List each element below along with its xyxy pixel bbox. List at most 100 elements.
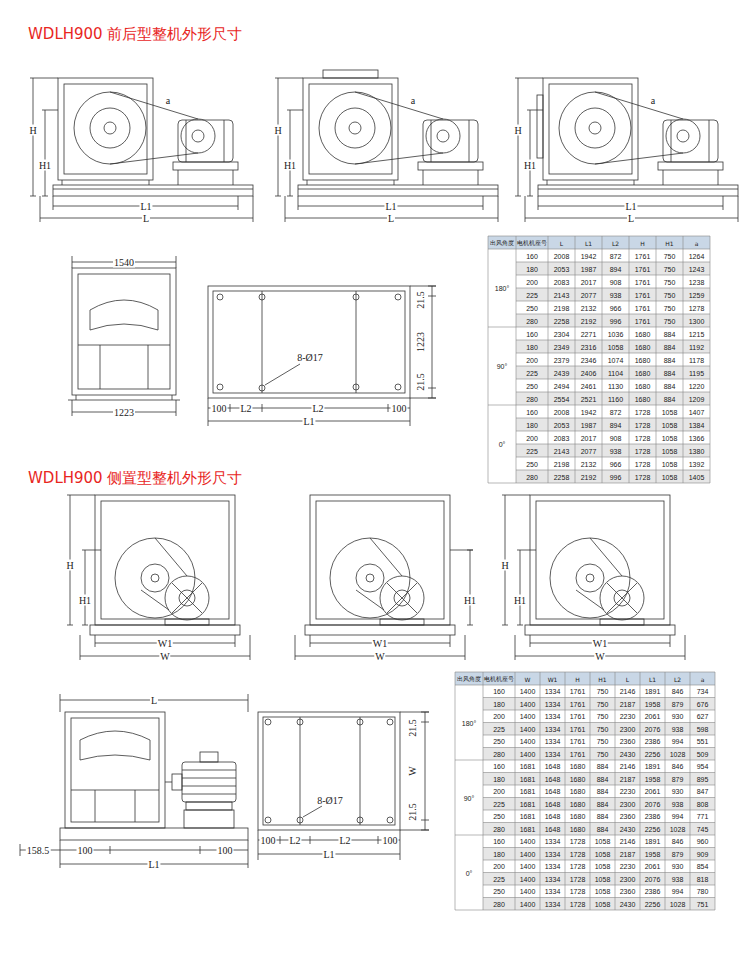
- table-cell: 1259: [689, 291, 705, 298]
- height-dimension: [450, 550, 473, 625]
- table-cell: 1728: [635, 421, 651, 428]
- table-cell: 2461: [581, 382, 597, 389]
- table-cell: 1891: [645, 838, 661, 845]
- table-cell: 884: [664, 369, 676, 376]
- table-cell: 180°: [462, 719, 476, 726]
- table-cell: 250: [493, 738, 505, 745]
- table-cell: 180°: [495, 285, 509, 292]
- table-cell: 1958: [645, 775, 661, 782]
- table-cell: 1334: [545, 713, 561, 720]
- table-cell: 2349: [554, 343, 570, 350]
- table-cell: 1728: [635, 460, 651, 467]
- dimension-label: 100: [391, 403, 408, 414]
- table-cell: 1400: [520, 700, 536, 707]
- table-cell: 908: [610, 434, 622, 441]
- table-cell: 1761: [570, 738, 586, 745]
- table-cell: 2300: [620, 725, 636, 732]
- table-cell: 1728: [635, 434, 651, 441]
- dimension-label: 158.5: [26, 845, 51, 856]
- table-cell: 200: [526, 278, 538, 285]
- base-plan-part: [395, 294, 401, 300]
- dimension-table-front-back: [488, 236, 710, 483]
- table-cell: 2230: [620, 713, 636, 720]
- table-cell: 884: [597, 825, 609, 832]
- table-cell: 2132: [581, 304, 597, 311]
- table-header: L1: [649, 675, 656, 682]
- base-plan-part: [217, 384, 223, 390]
- table-cell: 0°: [466, 869, 473, 876]
- table-cell: 160: [526, 252, 538, 259]
- table-cell: 1648: [545, 775, 561, 782]
- dimension-label: W1: [157, 638, 173, 649]
- table-cell: 938: [610, 447, 622, 454]
- table-cell: 1681: [520, 775, 536, 782]
- table-cell: 1058: [595, 863, 611, 870]
- side-elevation-part: [184, 810, 234, 828]
- table-cell: 2076: [645, 725, 661, 732]
- table-cell: 1761: [635, 278, 651, 285]
- table-cell: 818: [697, 875, 709, 882]
- table-cell: 1648: [545, 763, 561, 770]
- table-cell: 1300: [689, 317, 705, 324]
- base-plan-side-part: [387, 719, 393, 725]
- table-cell: 1104: [608, 369, 623, 376]
- table-cell: 2256: [645, 825, 661, 832]
- table-cell: 1680: [635, 343, 651, 350]
- table-cell: 1681: [520, 800, 536, 807]
- table-cell: 884: [597, 775, 609, 782]
- dimension-table-side-part: [483, 698, 715, 911]
- table-header: L2: [674, 675, 681, 682]
- dimension-table-side-part-part: [483, 798, 715, 811]
- table-cell: 1058: [595, 838, 611, 845]
- table-cell: 1028: [670, 825, 686, 832]
- base-plan-part: [353, 384, 359, 390]
- dimension-label: H1: [513, 595, 527, 606]
- side-elevation-part: [186, 802, 232, 810]
- table-cell: 1400: [520, 750, 536, 757]
- table-cell: 1680: [635, 330, 651, 337]
- table-cell: 1728: [570, 863, 586, 870]
- section-title: WDLH900 侧置型整机外形尺寸: [28, 469, 242, 488]
- table-cell: 780: [697, 888, 709, 895]
- table-cell: 751: [697, 900, 709, 907]
- table-cell: 750: [597, 750, 609, 757]
- table-cell: 847: [697, 788, 709, 795]
- table-cell: 280: [493, 825, 505, 832]
- side-elevation-part: [172, 774, 182, 790]
- dimension-label: L1: [147, 859, 160, 870]
- table-cell: 200: [493, 713, 505, 720]
- dimension-label: W: [407, 765, 418, 776]
- table-cell: 1058: [595, 875, 611, 882]
- table-cell: 1400: [520, 900, 536, 907]
- table-cell: 2386: [645, 888, 661, 895]
- line-work: [20, 70, 738, 868]
- table-cell: 1058: [595, 888, 611, 895]
- table-cell: 908: [610, 278, 622, 285]
- table-cell: 808: [697, 800, 709, 807]
- table-cell: 2053: [554, 421, 570, 428]
- table-cell: 1334: [545, 700, 561, 707]
- table-cell: 90°: [464, 794, 475, 801]
- table-cell: 2554: [554, 395, 570, 402]
- table-cell: 771: [697, 813, 709, 820]
- table-cell: 872: [610, 252, 622, 259]
- table-cell: 1058: [662, 447, 678, 454]
- table-header: 出风角度: [490, 238, 514, 247]
- table-cell: 2077: [581, 291, 597, 298]
- dimension-table-front-back-part-part: [516, 470, 710, 483]
- table-header: W: [525, 675, 531, 682]
- front-back-view-0: [515, 78, 738, 222]
- table-cell: 2083: [554, 434, 570, 441]
- table-cell: 2430: [620, 900, 636, 907]
- table-cell: 2386: [645, 813, 661, 820]
- table-cell: 2346: [581, 356, 597, 363]
- table-cell: 884: [597, 813, 609, 820]
- table-cell: 2256: [645, 900, 661, 907]
- table-cell: 2300: [620, 875, 636, 882]
- table-cell: 1238: [689, 278, 705, 285]
- base-plan-part: [217, 294, 223, 300]
- table-cell: 1334: [545, 688, 561, 695]
- table-cell: 2316: [581, 343, 597, 350]
- table-cell: 2256: [645, 750, 661, 757]
- table-cell: 854: [697, 863, 709, 870]
